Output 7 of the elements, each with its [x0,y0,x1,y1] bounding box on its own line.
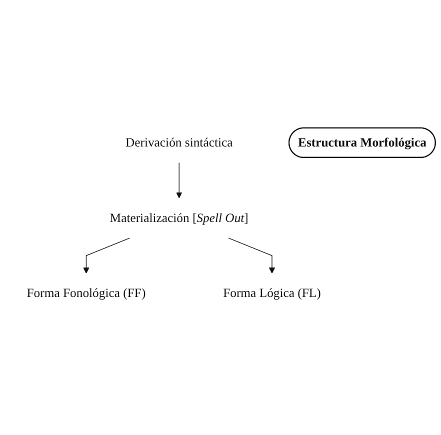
arrow [83,237,130,274]
node-text: Derivación sintáctica [125,134,233,149]
node-text: Materialización [Spell Out] [110,210,248,224]
arrow [228,237,276,274]
node-text: Forma Lógica (FL) [223,285,321,300]
node-text: Forma Fonológica (FF) [26,285,146,300]
arrow [176,162,182,198]
